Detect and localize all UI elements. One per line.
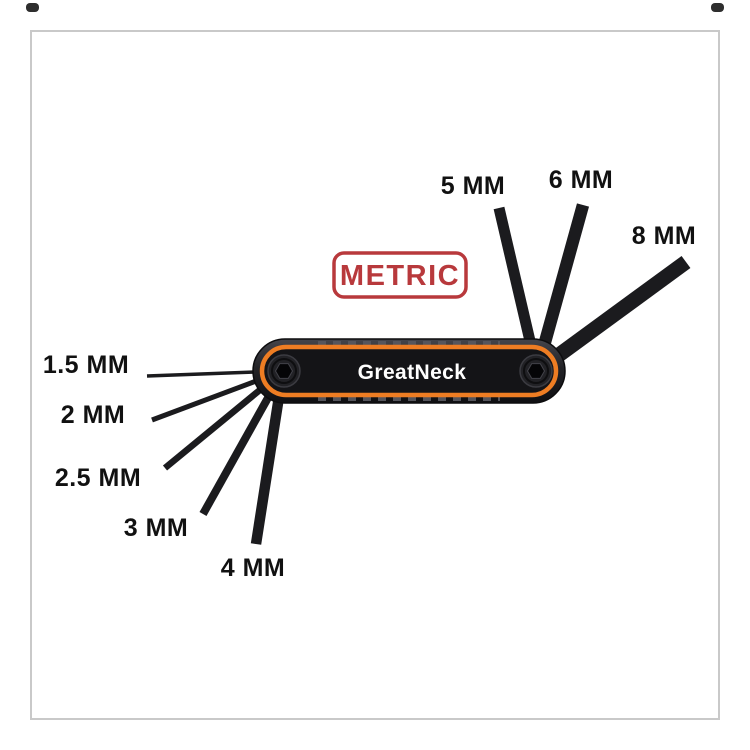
hex-socket-left	[274, 363, 294, 379]
size-label-5mm: 5 MM	[441, 172, 506, 200]
pivot-screw-left	[267, 354, 301, 388]
hex-key-8mm	[532, 255, 691, 378]
handle-accent-stripe	[259, 344, 559, 398]
brand-text: GreatNeck	[358, 361, 467, 384]
size-label-2-5mm: 2.5 MM	[55, 464, 141, 492]
screw-ring-right	[523, 358, 549, 384]
size-label-6mm: 6 MM	[549, 166, 614, 194]
metric-badge-label: METRIC	[340, 260, 460, 292]
size-label-2mm: 2 MM	[61, 401, 126, 429]
image-border-frame	[30, 30, 720, 720]
metric-badge: METRIC	[332, 251, 468, 299]
size-label-4mm: 4 MM	[221, 554, 286, 582]
metric-badge-box	[332, 251, 468, 299]
size-labels: 1.5 MM 2 MM 2.5 MM 3 MM 4 MM 5 MM 6 MM 8…	[43, 166, 696, 582]
size-label-3mm: 3 MM	[124, 514, 189, 542]
corner-mark-left	[26, 3, 39, 12]
screw-ring-left	[271, 358, 297, 384]
corner-mark-right	[711, 3, 724, 12]
size-label-8mm: 8 MM	[632, 222, 697, 250]
hex-socket-right	[526, 363, 546, 379]
tool-handle: GreatNeck	[252, 338, 566, 404]
pivot-screw-right	[519, 354, 553, 388]
size-label-1-5mm: 1.5 MM	[43, 351, 129, 379]
